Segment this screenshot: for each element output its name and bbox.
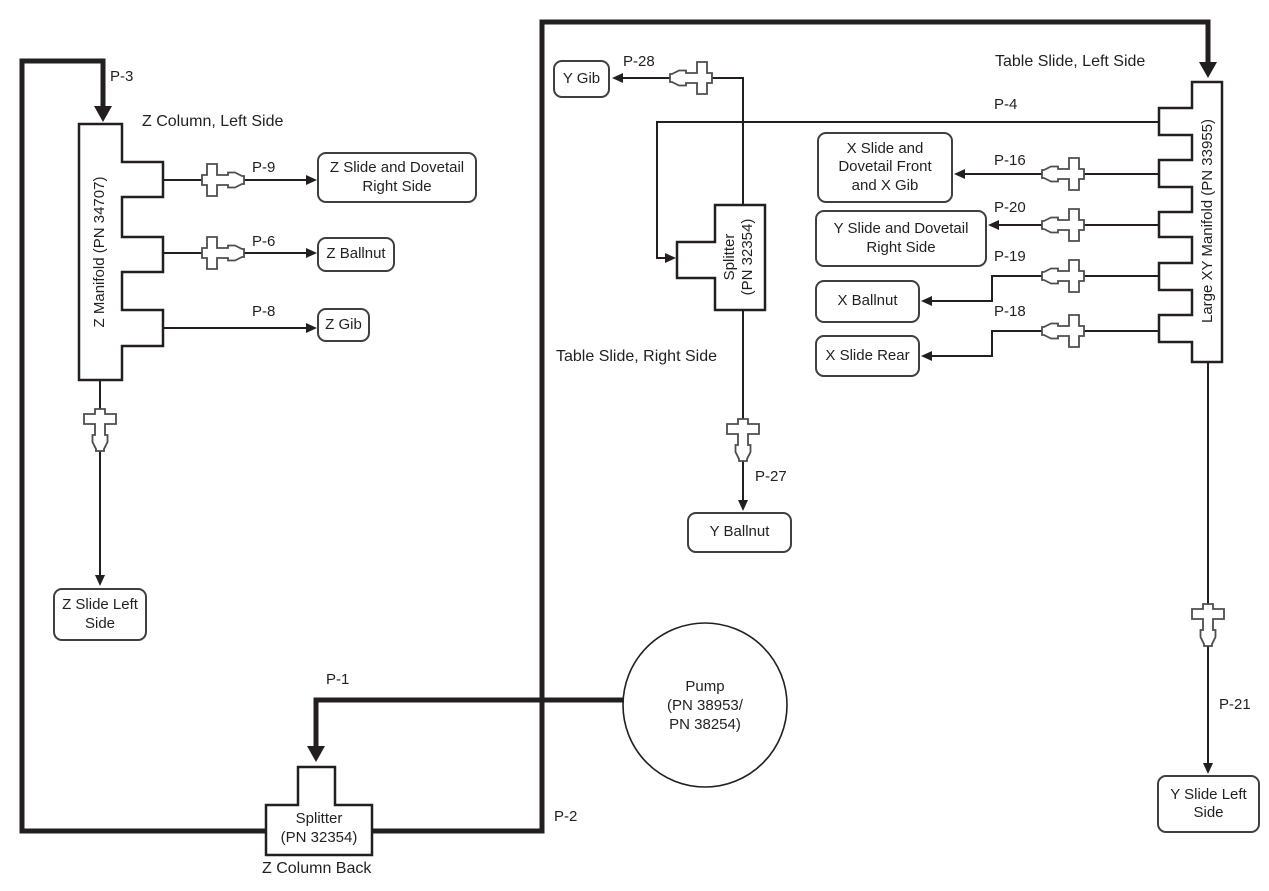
mid-splitter-shape — [675, 203, 767, 312]
pipe-label-p9: P-9 — [252, 159, 276, 176]
arrowhead — [306, 323, 317, 333]
z-manifold-shape — [77, 122, 165, 382]
pipe-p28-line — [623, 77, 744, 205]
pipe-label-p3: P-3 — [110, 68, 134, 85]
mid-splitter-label-line2: (PN 32354) — [739, 218, 756, 296]
mid-splitter-label: Splitter (PN 32354) — [721, 212, 757, 302]
arrowhead — [612, 73, 623, 83]
pipe-label-p18: P-18 — [994, 303, 1026, 320]
pipe-p18-line — [932, 330, 1192, 357]
arrowhead — [95, 575, 105, 586]
pipe-label-p1: P-1 — [326, 671, 350, 688]
pipe-label-p28: P-28 — [623, 53, 655, 70]
grease-fitting-icon — [1041, 157, 1085, 191]
grease-fitting-icon — [83, 408, 117, 452]
pipe-p3-line — [19, 58, 266, 834]
endpoint-x-ballnut: X Ballnut — [815, 280, 920, 323]
pipe-p2-line — [372, 19, 1211, 834]
arrowhead — [921, 351, 932, 361]
arrowhead — [988, 220, 999, 230]
endpoint-x-slide-rear: X Slide Rear — [815, 335, 920, 377]
bottom-splitter-label: Splitter (PN 32354) — [267, 809, 371, 847]
pump-label: Pump (PN 38953/ PN 38254) — [648, 677, 762, 734]
endpoint-y-slide-dovetail-right: Y Slide and Dovetail Right Side — [815, 210, 987, 267]
pipe-label-p4: P-4 — [994, 96, 1018, 113]
grease-fitting-icon — [1041, 259, 1085, 293]
grease-fitting-icon — [726, 418, 760, 462]
endpoint-x-slide-dovetail-front: X Slide and Dovetail Front and X Gib — [817, 132, 953, 203]
pipe-label-p16: P-16 — [994, 152, 1026, 169]
endpoint-z-slide-left: Z Slide Left Side — [53, 588, 147, 641]
mid-splitter-label-line1: Splitter — [721, 233, 738, 281]
pipe-p4-line — [656, 121, 1159, 259]
pipe-label-p27: P-27 — [755, 468, 787, 485]
bottom-splitter-label-line2: (PN 32354) — [280, 829, 358, 846]
arrowhead — [306, 175, 317, 185]
grease-fitting-icon — [1041, 314, 1085, 348]
main-supply-lines — [19, 19, 1211, 834]
arrowhead — [1203, 763, 1213, 774]
grease-fitting-icon — [1041, 208, 1085, 242]
endpoint-y-gib: Y Gib — [553, 60, 610, 98]
pump-shape — [622, 622, 788, 788]
title-table-slide-right: Table Slide, Right Side — [556, 348, 717, 365]
pipe-label-p8: P-8 — [252, 303, 276, 320]
arrowhead — [738, 500, 748, 511]
pipe-label-p19: P-19 — [994, 248, 1026, 265]
arrowhead — [665, 253, 676, 263]
endpoint-z-gib: Z Gib — [317, 308, 370, 342]
endpoint-z-ballnut: Z Ballnut — [317, 237, 395, 272]
grease-fitting-icon — [669, 61, 713, 95]
bottom-splitter-label-line1: Splitter — [295, 810, 343, 827]
title-z-column-left: Z Column, Left Side — [142, 113, 284, 130]
pump-label-line3: PN 38254) — [669, 716, 741, 733]
pipe-p1-line — [313, 697, 623, 747]
arrowhead — [1199, 62, 1217, 78]
title-table-slide-left: Table Slide, Left Side — [995, 53, 1146, 70]
pump-label-line2: (PN 38953/ — [667, 697, 743, 714]
title-z-column-back: Z Column Back — [262, 860, 372, 877]
pipe-label-p20: P-20 — [994, 199, 1026, 216]
grease-fitting-icon — [201, 236, 245, 270]
arrowhead — [954, 169, 965, 179]
endpoint-y-ballnut: Y Ballnut — [687, 512, 792, 553]
component-shapes — [77, 80, 1224, 857]
pipe-label-p6: P-6 — [252, 233, 276, 250]
arrowhead — [307, 746, 325, 762]
z-manifold-label: Z Manifold (PN 34707) — [91, 176, 108, 328]
endpoint-y-slide-left: Y Slide Left Side — [1157, 775, 1260, 833]
grease-fitting-icon — [201, 163, 245, 197]
bottom-splitter-shape — [264, 765, 374, 857]
arrowhead — [306, 248, 317, 258]
pipe-label-p2: P-2 — [554, 808, 578, 825]
arrowhead — [921, 296, 932, 306]
pump-label-line1: Pump — [685, 678, 725, 695]
endpoint-z-slide-dovetail-right: Z Slide and Dovetail Right Side — [317, 152, 477, 203]
pipe-p19-line — [932, 275, 1192, 302]
arrowhead — [94, 106, 112, 122]
xy-manifold-label: Large XY Manifold (PN 33955) — [1199, 119, 1216, 324]
grease-fitting-icon — [1191, 603, 1225, 647]
arrowheads — [94, 62, 1217, 774]
xy-manifold-shape — [1157, 80, 1224, 364]
pipe-label-p21: P-21 — [1219, 696, 1251, 713]
